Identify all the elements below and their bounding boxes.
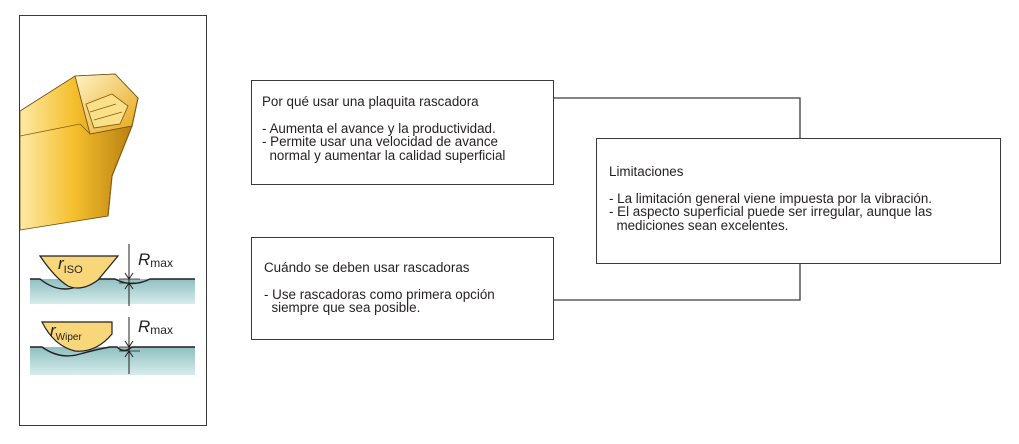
wiper-radius-symbol: r (50, 321, 57, 340)
wiper-rmax-subscript: max (150, 323, 173, 337)
svg-text:Rmax: Rmax (138, 250, 173, 270)
when-line-1: - Use rascadoras como primera opción (264, 286, 495, 302)
iso-radius-subscript: ISO (64, 264, 83, 276)
when-use-wiper-title: Cuándo se deben usar rascadoras (264, 260, 470, 275)
insert-illustration: rISO Rmax rWiper Rmax (20, 73, 195, 375)
limitations-box: Limitaciones - La limitación general vie… (596, 138, 1001, 264)
when-use-wiper-box: Cuándo se deben usar rascadoras - Use ra… (251, 237, 554, 340)
iso-rmax-symbol: R (138, 250, 150, 269)
wiper-insert-drawing (20, 73, 139, 231)
iso-profile-diagram (30, 244, 195, 306)
limitations-line-3: mediciones sean excelentes. (609, 217, 789, 233)
wiper-rmax-symbol: R (138, 317, 150, 336)
svg-text:rWiper: rWiper (50, 321, 82, 343)
svg-text:rISO: rISO (58, 254, 83, 276)
why-line-3: normal y aumentar la calidad superficial (262, 147, 506, 163)
wiper-profile-diagram (30, 317, 195, 375)
connector-when-to-limits (554, 264, 801, 301)
limitations-title: Limitaciones (609, 164, 684, 179)
limitations-line-1: - La limitación general viene impuesta p… (609, 190, 933, 206)
connector-why-to-limits (554, 97, 801, 138)
why-line-1: - Aumenta el avance y la productividad. (262, 120, 496, 136)
iso-rmax-subscript: max (150, 256, 173, 270)
why-line-2: - Permite usar una velocidad de avance (262, 134, 498, 150)
why-use-wiper-box: Por qué usar una plaquita rascadora - Au… (251, 80, 554, 185)
svg-text:Rmax: Rmax (138, 317, 173, 337)
why-use-wiper-title: Por qué usar una plaquita rascadora (262, 94, 479, 109)
illustration-panel: rISO Rmax rWiper Rmax (19, 15, 207, 426)
wiper-radius-subscript: Wiper (56, 332, 83, 343)
limitations-line-2: - El aspecto superficial puede ser irreg… (609, 204, 933, 220)
iso-radius-symbol: r (58, 254, 65, 273)
when-line-2: siempre que sea posible. (264, 300, 421, 316)
